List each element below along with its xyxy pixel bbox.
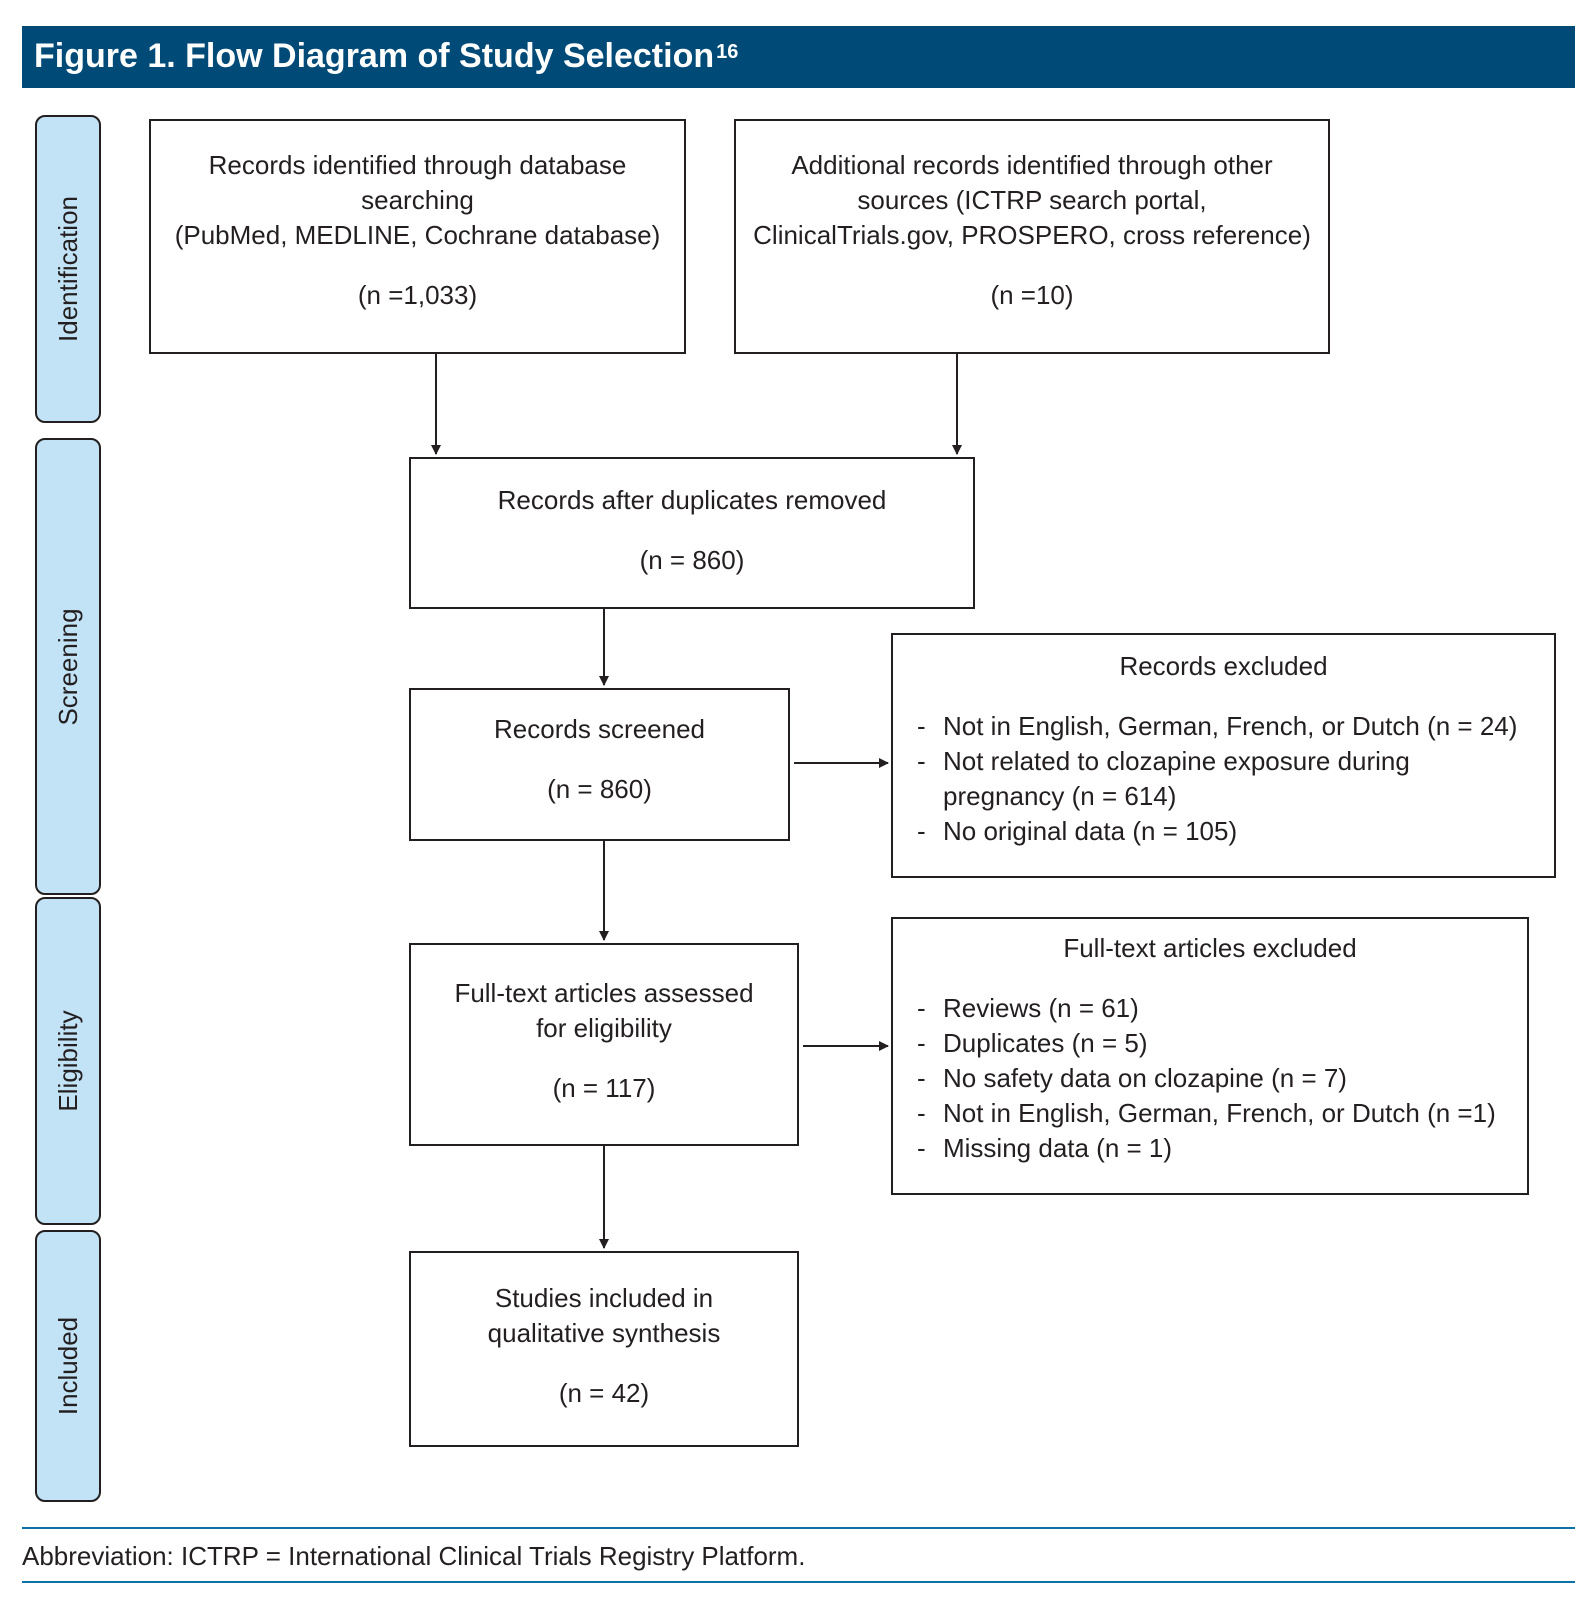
footnote-top-rule	[22, 1527, 1575, 1529]
stage-included: Included	[35, 1230, 101, 1502]
box-fulltext-assessed: Full-text articles assessed for eligibil…	[409, 943, 799, 1146]
box-database-line-2: searching	[361, 185, 474, 215]
stage-eligibility: Eligibility	[35, 897, 101, 1225]
box-studies-included-count: (n = 42)	[558, 1378, 650, 1408]
box-fulltext-excluded: Full-text articles excluded -Reviews (n …	[891, 917, 1529, 1195]
records-excluded-item: -Not in English, German, French, or Dutc…	[917, 711, 1518, 741]
footnote-bottom-rule	[22, 1581, 1575, 1583]
box-other-sources: Additional records identified through ot…	[734, 119, 1330, 354]
stage-identification: Identification	[35, 115, 101, 423]
box-studies-included-line-1: Studies included in	[494, 1283, 714, 1313]
figure-title: Figure 1. Flow Diagram of Study Selectio…	[34, 34, 738, 78]
records-excluded-item: -No original data (n = 105)	[917, 816, 1238, 846]
box-other-line-2: sources (ICTRP search portal,	[857, 185, 1207, 215]
figure-title-bar: Figure 1. Flow Diagram of Study Selectio…	[22, 26, 1575, 88]
box-other-count: (n =10)	[990, 280, 1074, 310]
box-records-screened-label: Records screened	[494, 714, 705, 744]
box-after-duplicates-count: (n = 860)	[639, 545, 745, 575]
box-after-duplicates-label: Records after duplicates removed	[497, 485, 887, 515]
box-after-duplicates: Records after duplicates removed (n = 86…	[409, 457, 975, 609]
box-fulltext-assessed-line-2: for eligibility	[536, 1013, 672, 1043]
box-records-excluded: Records excluded -Not in English, German…	[891, 633, 1556, 878]
box-records-screened: Records screened (n = 860)	[409, 688, 790, 841]
box-database-line-3: (PubMed, MEDLINE, Cochrane database)	[174, 220, 661, 250]
fulltext-excluded-item: -Reviews (n = 61)	[917, 993, 1139, 1023]
figure-title-reference: 16	[716, 41, 739, 63]
box-other-line-3: ClinicalTrials.gov, PROSPERO, cross refe…	[753, 220, 1311, 250]
records-excluded-item: -Not related to clozapine exposure durin…	[917, 746, 1410, 811]
box-database-count: (n =1,033)	[357, 280, 478, 310]
figure-title-text: Figure 1. Flow Diagram of Study Selectio…	[34, 37, 715, 75]
box-records-screened-count: (n = 860)	[547, 774, 652, 804]
stage-screening: Screening	[35, 438, 101, 895]
fulltext-excluded-list: -Reviews (n = 61) -Duplicates (n = 5) -N…	[917, 991, 1496, 1166]
fulltext-excluded-item: -No safety data on clozapine (n = 7)	[917, 1063, 1347, 1093]
box-records-excluded-heading: Records excluded	[1119, 651, 1328, 681]
box-other-line-1: Additional records identified through ot…	[791, 150, 1273, 180]
box-studies-included: Studies included in qualitative synthesi…	[409, 1251, 799, 1447]
box-fulltext-excluded-heading: Full-text articles excluded	[1063, 933, 1357, 963]
box-database-line-1: Records identified through database	[208, 150, 627, 180]
fulltext-excluded-item: -Duplicates (n = 5)	[917, 1028, 1148, 1058]
records-excluded-list: -Not in English, German, French, or Dutc…	[917, 709, 1547, 849]
box-fulltext-assessed-line-1: Full-text articles assessed	[454, 978, 754, 1008]
box-database-records: Records identified through database sear…	[149, 119, 686, 354]
fulltext-excluded-item: -Not in English, German, French, or Dutc…	[917, 1098, 1496, 1128]
box-fulltext-assessed-count: (n = 117)	[552, 1073, 656, 1103]
footnote-abbreviation: Abbreviation: ICTRP = International Clin…	[22, 1541, 806, 1571]
fulltext-excluded-item: -Missing data (n = 1)	[917, 1133, 1173, 1163]
box-studies-included-line-2: qualitative synthesis	[487, 1318, 721, 1348]
